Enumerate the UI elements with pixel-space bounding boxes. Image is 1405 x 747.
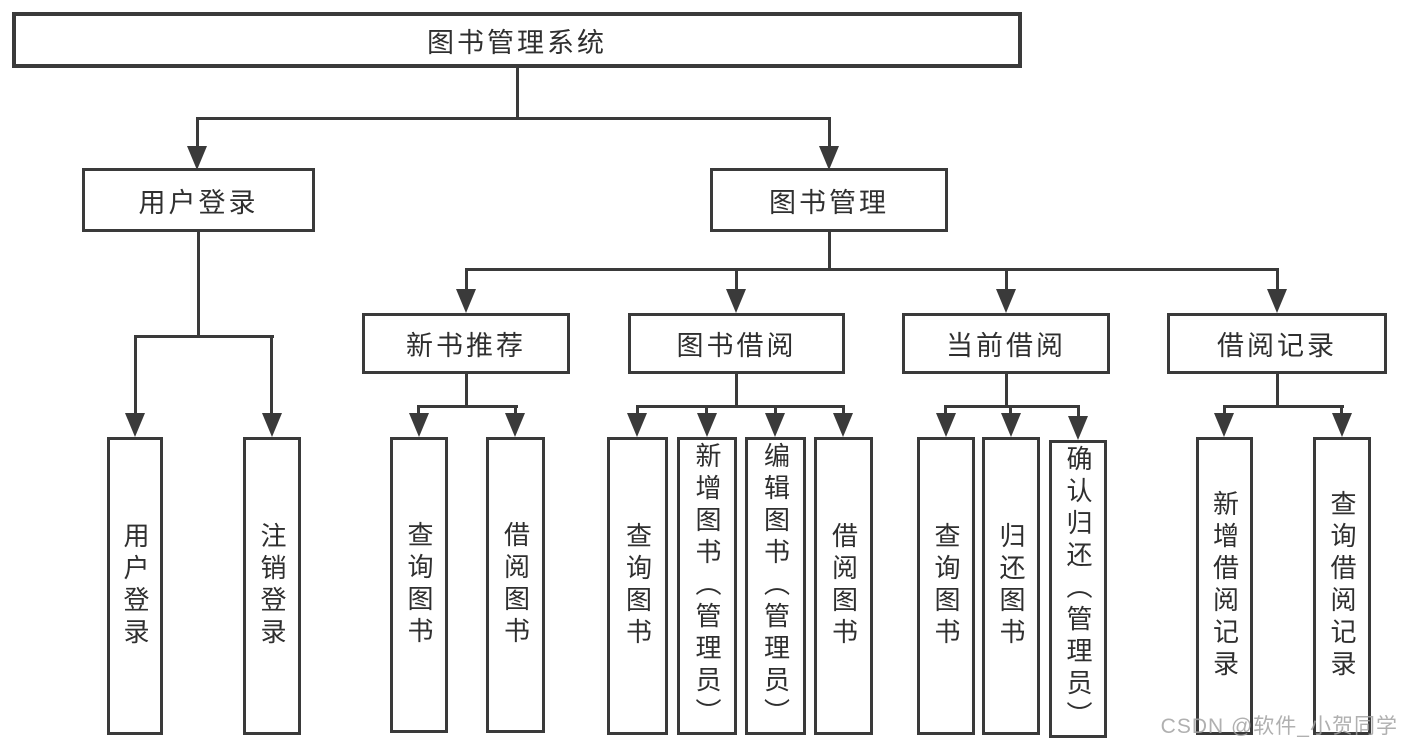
node-bb-add-book-label: 新增图书（管理员）: [692, 442, 722, 730]
node-current-borrow-label: 当前借阅: [946, 331, 1066, 361]
arrow-down-icon: [1068, 416, 1088, 440]
node-new-book-rec-label: 新书推荐: [406, 331, 526, 361]
node-bb-query-book: 查询图书: [607, 437, 668, 735]
node-root: 图书管理系统: [12, 12, 1022, 68]
node-current-borrow: 当前借阅: [902, 313, 1110, 374]
arrow-down-icon: [627, 413, 647, 437]
connector-line: [514, 405, 517, 415]
arrow-down-icon: [187, 146, 207, 170]
arrow-down-icon: [505, 413, 525, 437]
connector-line: [516, 68, 519, 117]
connector-line: [735, 268, 738, 291]
connector-line: [842, 405, 845, 415]
node-cb-return-book-label: 归还图书: [996, 522, 1026, 650]
node-rec-borrow-book-label: 借阅图书: [500, 521, 531, 649]
node-book-mgmt: 图书管理: [710, 168, 948, 232]
connector-line: [1223, 405, 1344, 408]
connector-line: [196, 117, 831, 120]
node-br-add-record: 新增借阅记录: [1196, 437, 1253, 735]
node-logout: 注销登录: [243, 437, 301, 735]
connector-line: [465, 268, 1279, 271]
node-borrow-records: 借阅记录: [1167, 313, 1387, 374]
node-login: 用户登录: [107, 437, 163, 735]
node-user-login-label: 用户登录: [138, 187, 259, 218]
node-book-borrow-label: 图书借阅: [676, 331, 797, 361]
connector-line: [134, 335, 274, 338]
connector-line: [1077, 405, 1080, 418]
arrow-down-icon: [936, 413, 956, 437]
connector-line: [465, 268, 468, 291]
connector-line: [197, 232, 200, 335]
arrow-down-icon: [765, 413, 785, 437]
node-br-query-record-label: 查询借阅记录: [1327, 490, 1357, 682]
connector-line: [774, 405, 777, 415]
arrow-down-icon: [125, 413, 145, 437]
arrow-down-icon: [1214, 413, 1234, 437]
node-login-label: 用户登录: [120, 522, 150, 650]
node-bb-query-book-label: 查询图书: [622, 522, 653, 650]
node-logout-label: 注销登录: [257, 522, 287, 650]
arrow-down-icon: [833, 413, 853, 437]
node-cb-query-book: 查询图书: [917, 437, 975, 735]
connector-line: [1276, 374, 1279, 405]
node-rec-query-book-label: 查询图书: [404, 521, 434, 649]
node-bb-edit-book-label: 编辑图书（管理员）: [760, 442, 791, 730]
connector-line: [1005, 374, 1008, 405]
node-br-add-record-label: 新增借阅记录: [1209, 490, 1240, 682]
arrow-down-icon: [1001, 413, 1021, 437]
connector-line: [1223, 405, 1226, 415]
connector-line: [134, 335, 137, 415]
arrow-down-icon: [409, 413, 429, 437]
node-rec-query-book: 查询图书: [390, 437, 448, 733]
node-bb-edit-book: 编辑图书（管理员）: [745, 437, 806, 735]
connector-line: [270, 335, 273, 415]
connector-line: [417, 405, 420, 415]
arrow-down-icon: [1332, 413, 1352, 437]
arrow-down-icon: [726, 289, 746, 313]
connector-line: [196, 117, 199, 149]
node-cb-query-book-label: 查询图书: [931, 522, 961, 650]
arrow-down-icon: [1267, 289, 1287, 313]
node-bb-borrow-book-label: 借阅图书: [828, 522, 859, 650]
node-book-mgmt-label: 图书管理: [769, 187, 889, 218]
node-rec-borrow-book: 借阅图书: [486, 437, 545, 733]
connector-line: [1005, 268, 1008, 291]
node-cb-confirm-return: 确认归还（管理员）: [1049, 440, 1107, 738]
arrow-down-icon: [819, 146, 839, 170]
arrow-down-icon: [262, 413, 282, 437]
node-br-query-record: 查询借阅记录: [1313, 437, 1371, 735]
node-cb-confirm-return-label: 确认归还（管理员）: [1063, 445, 1093, 733]
node-bb-add-book: 新增图书（管理员）: [677, 437, 737, 735]
connector-line: [1009, 405, 1012, 415]
watermark: CSDN @软件_小贺同学: [1160, 715, 1398, 738]
arrow-down-icon: [697, 413, 717, 437]
arrow-down-icon: [996, 289, 1016, 313]
node-new-book-rec: 新书推荐: [362, 313, 570, 374]
connector-line: [1276, 268, 1279, 291]
connector-line: [944, 405, 1080, 408]
node-cb-return-book: 归还图书: [982, 437, 1040, 735]
node-borrow-records-label: 借阅记录: [1217, 331, 1337, 361]
connector-line: [828, 232, 831, 268]
connector-line: [944, 405, 947, 415]
connector-line: [705, 405, 708, 415]
connector-line: [636, 405, 845, 408]
connector-line: [735, 374, 738, 405]
node-bb-borrow-book: 借阅图书: [814, 437, 873, 735]
connector-line: [828, 117, 831, 149]
arrow-down-icon: [456, 289, 476, 313]
connector-line: [1340, 405, 1343, 415]
node-book-borrow: 图书借阅: [628, 313, 845, 374]
connector-line: [418, 405, 518, 408]
connector-line: [636, 405, 639, 415]
node-root-label: 图书管理系统: [427, 27, 607, 58]
connector-line: [465, 374, 468, 405]
node-user-login: 用户登录: [82, 168, 315, 232]
